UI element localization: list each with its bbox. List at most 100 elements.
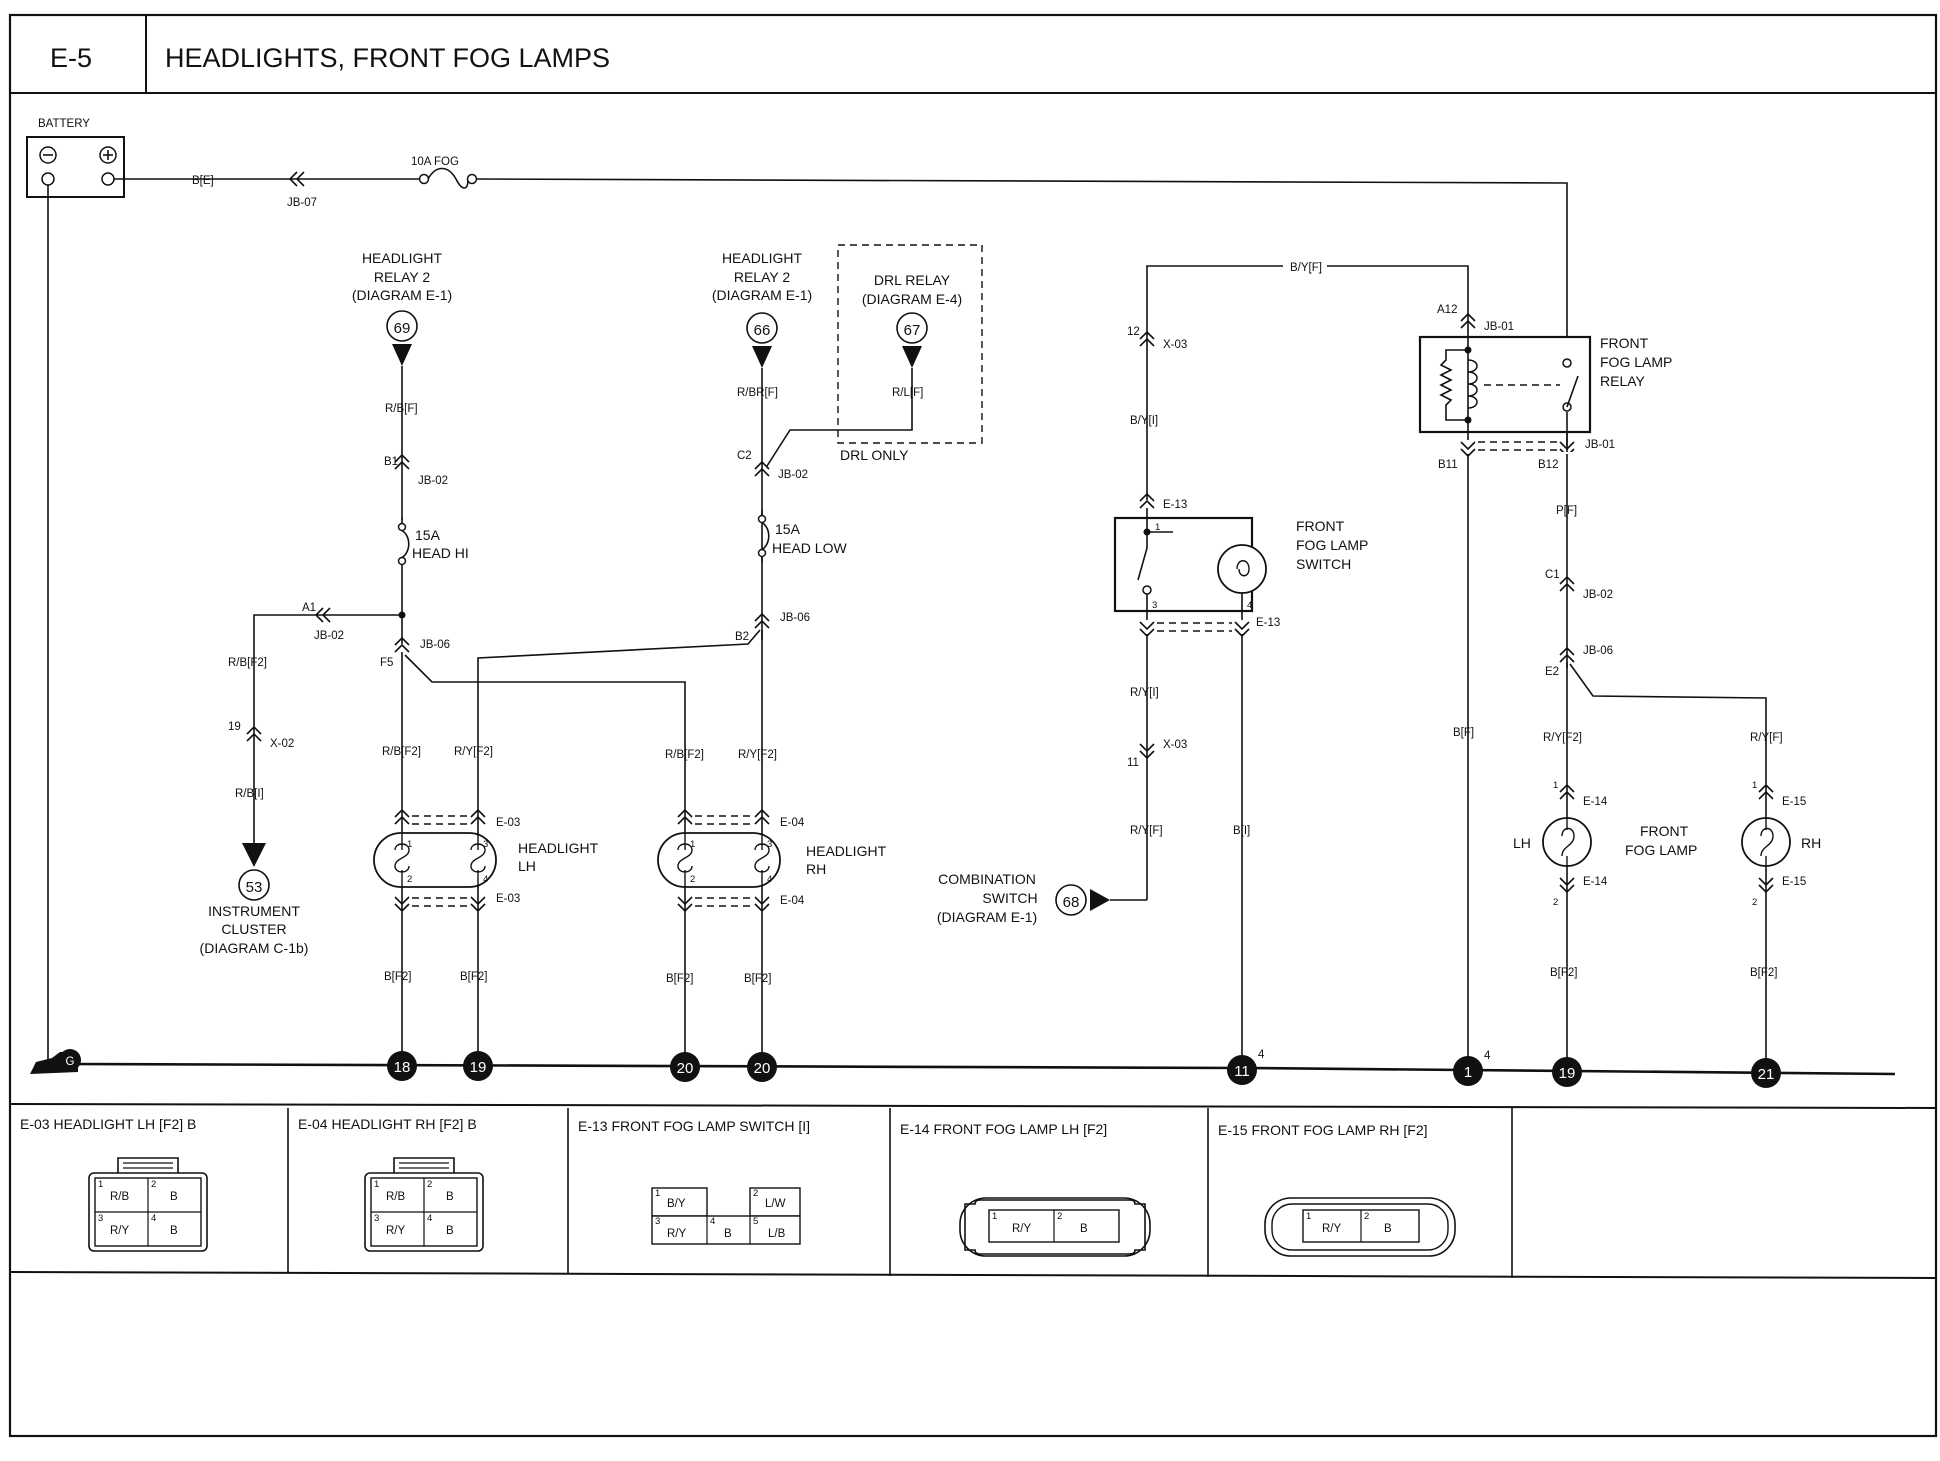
e04-pinno-1: 1: [374, 1179, 379, 1190]
x02-pin-19: 19: [228, 721, 241, 733]
fog-lh-conn-top: E-14: [1583, 796, 1608, 808]
fog-rh-conn-bottom: E-15: [1782, 876, 1806, 888]
ground-19a-label: 19: [470, 1059, 487, 1076]
arrow-down-icon: [752, 346, 772, 368]
hl-hi-jb: JB-02: [418, 475, 448, 487]
pin-a1: A1: [302, 602, 316, 614]
relay-gnd-code: B[F]: [1453, 727, 1474, 739]
fog-switch-line1: FRONT: [1296, 518, 1345, 534]
e15-pin1: R/Y: [1322, 1223, 1342, 1235]
arrow-down-icon: [242, 843, 266, 867]
comb-wire-code: R/Y[F]: [1130, 825, 1163, 837]
rh-wire1-code: R/B[F2]: [665, 749, 704, 761]
fog-switch-pin3: 3: [1152, 600, 1157, 611]
fuse-hi-label: HEAD HI: [412, 545, 469, 561]
e04-pinno-4: 4: [427, 1213, 432, 1224]
relay-pin-a12: A12: [1437, 304, 1457, 316]
fuse-fog-label: 10A FOG: [411, 156, 459, 168]
cluster-line1: INSTRUMENT: [208, 903, 300, 919]
ref-53-number: 53: [246, 879, 263, 896]
ground-11-superscript: 4: [1258, 1049, 1265, 1061]
fog-relay-line1: FRONT: [1600, 335, 1649, 351]
hi-jb06: JB-06: [420, 639, 450, 651]
e04-pin2: B: [446, 1191, 454, 1203]
e04-pinno-3: 3: [374, 1213, 379, 1224]
fog-switch-line3: SWITCH: [1296, 556, 1351, 572]
ground-11-label: 11: [1234, 1063, 1250, 1080]
hl-relay-lo-line3: (DIAGRAM E-1): [712, 287, 812, 303]
fog-rh-gnd-code: B[F2]: [1750, 967, 1777, 979]
fog-relay-box: [1418, 335, 1592, 434]
fuse-fog-icon: [418, 173, 430, 185]
headlight-rh-bulb-icon: [657, 832, 781, 888]
drl-wire-code: R/L[F]: [892, 387, 923, 399]
fog-relay-feed-wire: [476, 178, 1568, 1074]
drl-relay-box: [837, 244, 983, 444]
lh-wire1-code: R/B[F2]: [382, 746, 421, 758]
jb07-label: JB-07: [287, 197, 317, 209]
hl-relay-hi-line1: HEADLIGHT: [362, 250, 443, 266]
fog-switch-in-code: B/Y[I]: [1130, 415, 1158, 427]
relay-jb01-top: JB-01: [1484, 321, 1514, 333]
fog-lh-pin1: 1: [1553, 780, 1558, 791]
conn-e14-title: E-14 FRONT FOG LAMP LH [F2]: [900, 1121, 1107, 1137]
fog-switch-indicator-icon: [1217, 544, 1267, 594]
conn-e03-face: 1 2 3 4 R/B B R/Y B: [88, 1157, 208, 1252]
cluster-branch-wire: [253, 614, 402, 1064]
relay-pin-b11: B11: [1438, 459, 1458, 471]
relay-out-code: P[F]: [1556, 505, 1577, 517]
fog-switch-gnd-code: B[I]: [1233, 825, 1250, 837]
lh-gnd1-code: B[F2]: [384, 971, 411, 983]
lh-gnd2-code: B[F2]: [460, 971, 487, 983]
ground-18: [387, 1051, 417, 1081]
fog-switch-line2: FOG LAMP: [1296, 537, 1368, 553]
battery-negative-icon: [39, 146, 57, 164]
cluster-wire-code: R/B[F2]: [228, 657, 267, 669]
conn-e15-face: 1 2 R/Y B: [1264, 1197, 1456, 1257]
hl-hi-wire-code: R/B[F]: [385, 403, 418, 415]
diagram-title: HEADLIGHTS, FRONT FOG LAMPS: [165, 43, 610, 73]
fog-lamp-lh-label: LH: [1513, 835, 1531, 851]
comb-switch-line2: SWITCH: [982, 890, 1037, 906]
rh-conn-top: E-04: [780, 817, 805, 829]
ground-1: [1453, 1056, 1483, 1086]
e03-pin4: B: [170, 1225, 178, 1237]
pin-b2: B2: [735, 631, 749, 643]
e13-pinno-4: 4: [710, 1216, 715, 1227]
hl-relay-lo-line2: RELAY 2: [734, 269, 791, 285]
a1-jb02: JB-02: [314, 630, 344, 642]
ground-11: [1227, 1055, 1257, 1085]
cluster-wire-code-2: R/B[I]: [235, 788, 264, 800]
x02-label: X-02: [270, 738, 294, 750]
x03-top-label: X-03: [1163, 339, 1187, 351]
e03-pinno-4: 4: [151, 1213, 156, 1224]
x03-bottom-label: X-03: [1163, 739, 1187, 751]
e03-pin3: R/Y: [110, 1225, 130, 1237]
drl-wire: [766, 412, 913, 467]
x03-pin-11: 11: [1127, 757, 1139, 769]
relay-jb06: JB-06: [1583, 645, 1613, 657]
e15-pinno-1: 1: [1306, 1211, 1311, 1222]
relay-resistor-icon: [1439, 349, 1468, 421]
drl-relay-line1: DRL RELAY: [874, 272, 951, 288]
rh-pin1: 1: [690, 839, 695, 850]
relay-coil-icon: [1467, 359, 1478, 409]
conn-e03-title: E-03 HEADLIGHT LH [F2] B: [20, 1116, 196, 1132]
arrow-down-icon: [902, 346, 922, 368]
fog-lamps-label1: FRONT: [1640, 823, 1689, 839]
e03-pin2: B: [170, 1191, 178, 1203]
diagram-code: E-5: [50, 43, 92, 73]
comb-switch-line3: (DIAGRAM E-1): [937, 909, 1037, 925]
fog-top-wire-code-front: B/Y[F]: [1290, 262, 1322, 274]
lh-pin1: 1: [407, 839, 412, 850]
rh-gnd1-code: B[F2]: [666, 973, 693, 985]
e13-pinno-2: 2: [753, 1188, 758, 1199]
conn-e04-face: 1 2 3 4 R/B B R/Y B: [364, 1157, 484, 1252]
drl-relay-line2: (DIAGRAM E-4): [862, 291, 962, 307]
headlight-lh-bulb-icon: [373, 832, 497, 888]
fog-rh-wire-code: R/Y[F]: [1750, 732, 1783, 744]
ground-21: [1751, 1058, 1781, 1088]
ref-66-number: 66: [754, 322, 771, 339]
e13-pinno-1: 1: [655, 1188, 660, 1199]
